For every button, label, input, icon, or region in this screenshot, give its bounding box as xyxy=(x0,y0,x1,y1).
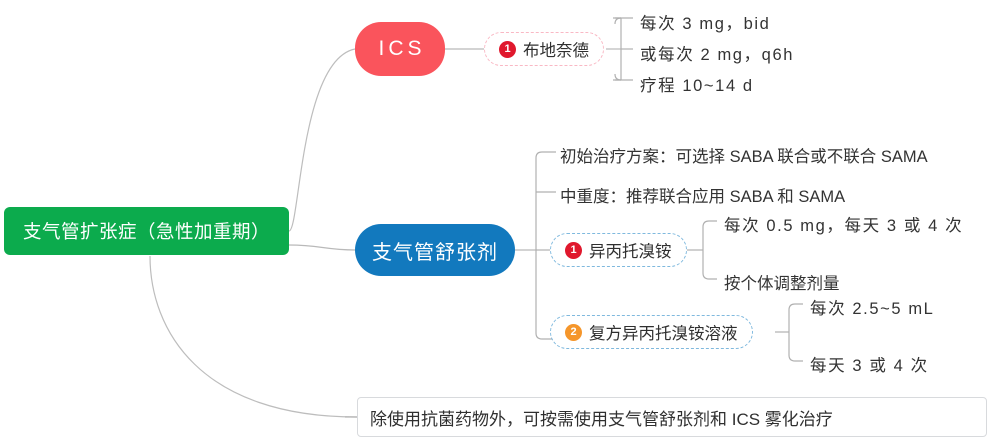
node-ipratropium[interactable]: 1 异丙托溴铵 xyxy=(550,233,687,267)
leaf-ipratropium-dose-2: 按个体调整剂量 xyxy=(724,275,840,293)
node-compound-ipratropium-label: 复方异丙托溴铵溶液 xyxy=(589,325,738,343)
branch-node-bronchodilator-label: 支气管舒张剂 xyxy=(372,241,498,264)
branch-node-ics[interactable]: ICS xyxy=(355,22,445,76)
leaf-budesonide-dose-1: 每次 3 mg，bid xyxy=(640,15,771,33)
branch-node-bronchodilator[interactable]: 支气管舒张剂 xyxy=(355,224,515,276)
leaf-budesonide-dose-3: 疗程 10~14 d xyxy=(640,77,754,95)
leaf-compound-dose-2: 每天 3 或 4 次 xyxy=(810,357,929,375)
badge-2-icon: 2 xyxy=(565,323,582,341)
node-compound-ipratropium[interactable]: 2 复方异丙托溴铵溶液 xyxy=(550,315,753,349)
badge-1-icon: 1 xyxy=(499,40,516,58)
leaf-compound-dose-1: 每次 2.5~5 mL xyxy=(810,300,935,318)
leaf-ipratropium-dose-1: 每次 0.5 mg，每天 3 或 4 次 xyxy=(724,217,964,235)
branch-node-ics-label: ICS xyxy=(378,37,426,60)
leaf-initial-regimen: 初始治疗方案：可选择 SABA 联合或不联合 SAMA xyxy=(560,148,928,166)
root-node[interactable]: 支气管扩张症（急性加重期） xyxy=(4,207,289,255)
node-budesonide[interactable]: 1 布地奈德 xyxy=(484,32,604,66)
note-box[interactable]: 除使用抗菌药物外，可按需使用支气管舒张剂和 ICS 雾化治疗 xyxy=(357,397,987,437)
leaf-moderate-severe: 中重度：推荐联合应用 SABA 和 SAMA xyxy=(560,188,846,206)
note-box-label: 除使用抗菌药物外，可按需使用支气管舒张剂和 ICS 雾化治疗 xyxy=(370,409,833,429)
badge-1-icon: 1 xyxy=(565,241,582,259)
node-budesonide-label: 布地奈德 xyxy=(523,42,589,60)
leaf-budesonide-dose-2: 或每次 2 mg，q6h xyxy=(640,46,794,64)
node-ipratropium-label: 异丙托溴铵 xyxy=(589,243,672,261)
root-node-label: 支气管扩张症（急性加重期） xyxy=(22,221,270,242)
